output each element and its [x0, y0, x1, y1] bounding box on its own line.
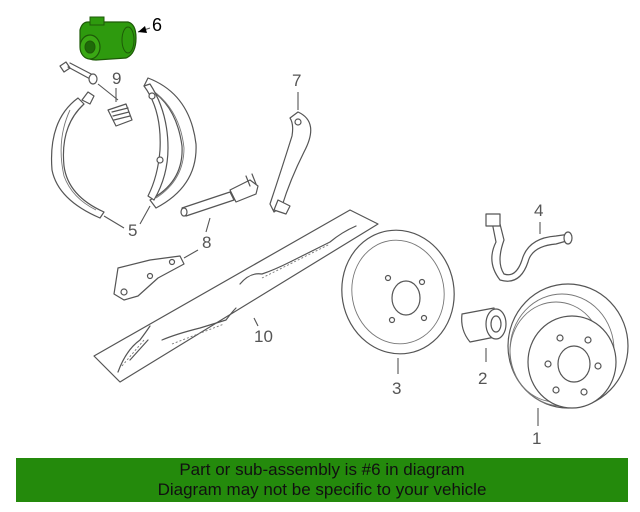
brake-shoes-part-5: [50, 77, 197, 219]
leader-8a: [205, 217, 211, 233]
callout-6: 6: [152, 15, 162, 35]
callout-9: 9: [112, 69, 121, 88]
leader-5b: [139, 205, 151, 225]
callout-3: 3: [392, 379, 401, 398]
fitment-banner: Part or sub-assembly is #6 in diagram Di…: [16, 458, 628, 502]
callout-5: 5: [128, 221, 137, 240]
seal-part-2: [461, 307, 507, 343]
banner-line-2: Diagram may not be specific to your vehi…: [157, 480, 487, 499]
spring-kit-part-10: [93, 209, 379, 383]
leader-10: [253, 317, 259, 327]
callout-10: 10: [254, 327, 273, 346]
leader-8b: [183, 249, 199, 259]
banner-line-1: Part or sub-assembly is #6 in diagram: [179, 460, 465, 479]
brake-hose-part-4: [485, 213, 573, 282]
parts-diagram: 6 9 5 7 8: [50, 15, 629, 448]
callout-4: 4: [534, 201, 543, 220]
callout-8: 8: [202, 233, 211, 252]
parking-brake-lever-part-7: [269, 111, 312, 215]
adjuster-part-8: [113, 173, 259, 301]
callout-7: 7: [292, 71, 301, 90]
callout-1: 1: [532, 429, 541, 448]
leader-5a: [103, 215, 125, 229]
callout-2: 2: [478, 369, 487, 388]
arrow-6: [138, 26, 147, 33]
wheel-cylinder-part-6[interactable]: [79, 16, 137, 61]
hold-down-part-9: [59, 61, 133, 127]
brake-drum-part-1: [507, 283, 629, 409]
backing-plate-part-3: [341, 229, 455, 355]
